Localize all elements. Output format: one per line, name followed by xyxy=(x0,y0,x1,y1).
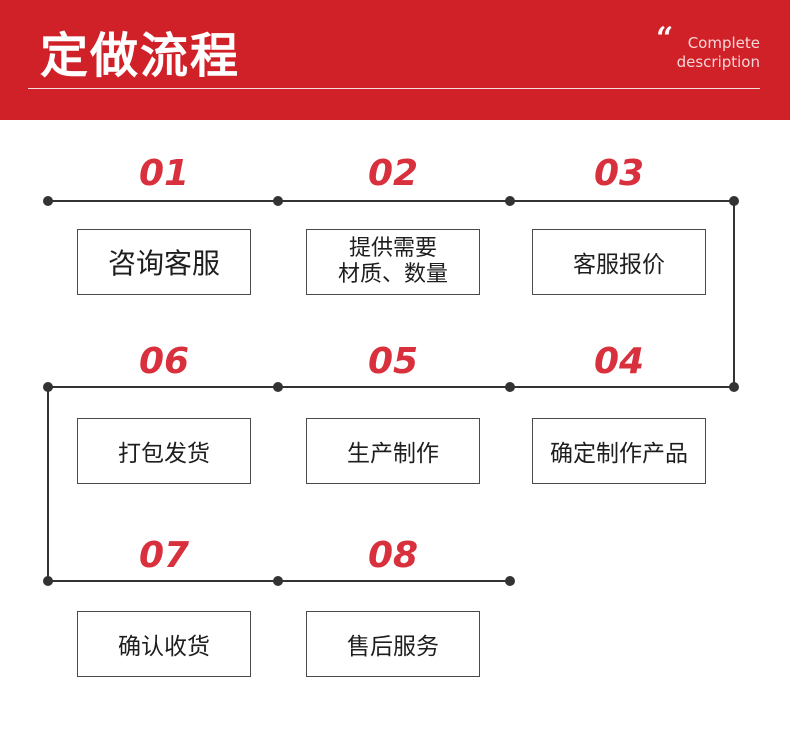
step-07-number: 07 xyxy=(138,535,190,576)
node-dot xyxy=(43,196,53,206)
node-dot xyxy=(505,576,515,586)
step-03-number: 03 xyxy=(593,153,645,194)
step-01-box: 咨询客服 xyxy=(77,229,251,295)
step-02-number: 02 xyxy=(367,153,419,194)
node-dot xyxy=(43,576,53,586)
step-01-number: 01 xyxy=(138,153,190,194)
step-05-box: 生产制作 xyxy=(306,418,480,484)
step-07-label: 确认收货 xyxy=(118,634,210,660)
node-dot xyxy=(729,196,739,206)
node-dot xyxy=(273,196,283,206)
header-divider xyxy=(28,88,760,89)
node-dot xyxy=(273,382,283,392)
node-dot xyxy=(729,382,739,392)
page-title: 定做流程 xyxy=(40,28,241,84)
quote-mark-icon: “ xyxy=(656,21,674,56)
node-dot xyxy=(273,576,283,586)
node-dot xyxy=(505,382,515,392)
subtitle-line-2: description xyxy=(676,53,760,71)
step-02-box: 提供需要 材质、数量 xyxy=(306,229,480,295)
subtitle-line-1: Complete xyxy=(687,34,760,52)
step-03-label: 客服报价 xyxy=(573,252,665,278)
step-03-box: 客服报价 xyxy=(532,229,706,295)
step-05-number: 05 xyxy=(367,341,419,382)
step-05-label: 生产制作 xyxy=(347,441,439,467)
step-02-label: 提供需要 材质、数量 xyxy=(337,236,448,287)
step-04-box: 确定制作产品 xyxy=(532,418,706,484)
node-dot xyxy=(505,196,515,206)
node-dot xyxy=(43,382,53,392)
step-01-label: 咨询客服 xyxy=(107,247,220,280)
header-banner: 定做流程 “ Complete description xyxy=(0,0,790,120)
step-06-number: 06 xyxy=(138,341,190,382)
step-06-box: 打包发货 xyxy=(77,418,251,484)
step-08-label: 售后服务 xyxy=(347,634,439,660)
step-06-label: 打包发货 xyxy=(118,441,210,467)
step-07-box: 确认收货 xyxy=(77,611,251,677)
step-04-label: 确定制作产品 xyxy=(550,441,688,467)
step-08-number: 08 xyxy=(367,535,419,576)
step-08-box: 售后服务 xyxy=(306,611,480,677)
step-04-number: 04 xyxy=(593,341,645,382)
